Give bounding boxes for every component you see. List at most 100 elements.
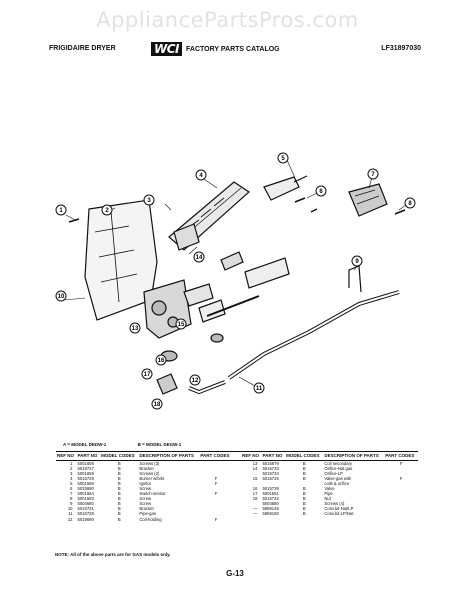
catalog-title: FACTORY PARTS CATALOG <box>186 45 280 53</box>
callout-14: 14 <box>193 251 205 263</box>
cell-part: 5001664 <box>77 491 94 497</box>
cell-desc-2: Valve-gas with <box>324 475 352 481</box>
cell-model: B <box>117 511 121 517</box>
svg-text:5: 5 <box>281 156 285 162</box>
cell-ref: 5 <box>70 480 73 486</box>
cell-ref: 8 <box>70 496 73 502</box>
callout-9: 9 <box>351 255 363 267</box>
callout-16: 16 <box>155 354 167 366</box>
callout-8: 8 <box>404 197 416 209</box>
cell-part-2: 5001551 <box>262 491 279 497</box>
cell-code: F <box>214 480 218 486</box>
callout-2: 2 <box>101 204 113 216</box>
cell-code: F <box>214 475 218 481</box>
cell-desc: Screw <box>139 501 152 507</box>
cell-desc: Screws (2) <box>139 470 160 476</box>
cell-desc: Switch-sensor <box>139 491 166 497</box>
col-desc: DESCRIPTION OF PARTS <box>138 451 200 461</box>
cell-desc-2: Conv.kit-Nat/LP <box>324 506 354 512</box>
cell-model-2: B <box>302 501 306 507</box>
col-model: MODEL CODES <box>100 451 139 461</box>
cell-desc: Screws (3) <box>139 460 160 466</box>
cell-ref: 1 <box>70 460 73 466</box>
catalog-header: FRIGIDAIRE DRYER WCI FACTORY PARTS CATAL… <box>49 42 421 56</box>
svg-text:2: 2 <box>105 208 109 214</box>
cell-part: 5001659 <box>77 470 94 476</box>
cell-model-2: B <box>302 485 306 491</box>
cell-ref-2: 18 <box>252 496 258 502</box>
callout-15: 15 <box>175 318 187 330</box>
cell-part-2: 5859150 <box>262 511 279 517</box>
callout-10: 10 <box>55 290 67 302</box>
cell-model: B <box>117 506 121 512</box>
callout-6: 6 <box>315 185 327 197</box>
svg-text:8: 8 <box>408 201 412 207</box>
callout-5: 5 <box>277 152 289 164</box>
cell-model: B <box>117 480 121 486</box>
cell-ref-2: 14 <box>252 465 258 471</box>
cell-ref-2 <box>241 517 262 522</box>
cell-model: B <box>117 491 121 497</box>
callout-1: 1 <box>55 204 67 216</box>
cell-ref: 11 <box>68 511 73 517</box>
model-a-label: A = MODEL DEDW-1 <box>63 442 107 447</box>
cell-part: 5019690 <box>77 516 94 522</box>
cell-part-2: 5015732 <box>262 496 279 502</box>
cell-part: 5019727 <box>77 465 94 471</box>
cell-ref: 2 <box>70 465 73 471</box>
cell-part: 5016721 <box>77 506 94 512</box>
callout-12: 12 <box>189 374 201 386</box>
cell-desc: Ignitor <box>139 480 152 486</box>
svg-text:6: 6 <box>319 189 323 195</box>
cell-part: 5016728 <box>77 511 94 517</box>
cell-desc: Pipe-gas <box>139 511 156 517</box>
wci-logo: WCI <box>151 42 183 56</box>
cell-desc-2: Orifice-LP <box>324 470 343 476</box>
page-number: G-13 <box>226 569 244 578</box>
cell-desc: Bracket <box>139 506 154 512</box>
cell-model: B <box>117 460 121 466</box>
cell-model-2: B <box>302 496 306 502</box>
callout-7: 7 <box>367 168 379 180</box>
footnote: NOTE: All of the above parts are for GAS… <box>55 552 171 557</box>
catalog-title-group: WCI FACTORY PARTS CATALOG <box>151 42 280 56</box>
catalog-page: FRIGIDAIRE DRYER WCI FACTORY PARTS CATAL… <box>49 37 421 582</box>
cell-code-2: F <box>399 460 403 466</box>
svg-text:13: 13 <box>132 326 139 332</box>
cell-desc: Coil-holding <box>139 516 162 522</box>
cell-ref-2: 16 <box>252 485 258 491</box>
col-code: PART CODES <box>199 451 233 461</box>
cell-part-2: 5015726 <box>262 475 279 481</box>
cell-desc-2: Nut <box>324 496 331 502</box>
svg-text:15: 15 <box>178 322 185 328</box>
callout-18: 18 <box>151 398 163 410</box>
svg-text:12: 12 <box>192 378 199 384</box>
cell-ref-2: 17 <box>252 491 258 497</box>
callout-17: 17 <box>141 368 153 380</box>
cell-desc-2: Screws (4) <box>324 501 345 507</box>
cell-part: 5001593 <box>77 496 94 502</box>
cell-model: B <box>117 496 121 502</box>
cell-ref: 4 <box>70 475 73 481</box>
cell-code: F <box>214 491 218 497</box>
cell-desc: Bracket <box>139 465 154 471</box>
cell-code-2: F <box>399 475 403 481</box>
cell-model: B <box>117 465 121 471</box>
svg-text:16: 16 <box>158 358 165 364</box>
cell-part-2: 5015739 <box>262 485 279 491</box>
cell-part-2: 5015679 <box>262 460 279 466</box>
svg-text:1: 1 <box>59 208 63 214</box>
cell-code: F <box>214 516 218 522</box>
col-desc-2: DESCRIPTION OF PARTS <box>323 451 385 461</box>
cell-model-2: B <box>302 475 306 481</box>
cell-desc-2: Valve <box>324 485 335 491</box>
table-header-row: REF NO PART NO MODEL CODES DESCRIPTION O… <box>56 451 418 461</box>
cell-part-2: 5015733 <box>262 465 279 471</box>
svg-text:9: 9 <box>355 259 359 265</box>
